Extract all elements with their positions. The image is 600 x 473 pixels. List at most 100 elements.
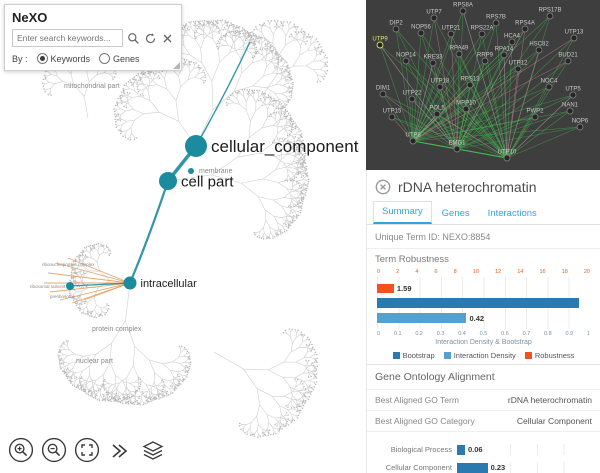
network-node[interactable]	[455, 50, 463, 58]
network-node-label[interactable]: HSC82	[529, 42, 549, 48]
ontology-term-label[interactable]: nuclear part	[76, 358, 113, 365]
network-node[interactable]	[566, 107, 574, 115]
refresh-icon[interactable]	[144, 32, 157, 45]
zoom-in-button[interactable]	[8, 437, 34, 463]
ontology-term-label[interactable]: mitochondrial part	[64, 83, 120, 90]
network-node[interactable]	[514, 65, 522, 73]
network-node[interactable]	[503, 154, 511, 162]
network-node-label[interactable]: UTP18	[431, 79, 450, 85]
network-node[interactable]	[379, 90, 387, 98]
network-node[interactable]	[569, 91, 577, 99]
network-node-label[interactable]: RPA14	[495, 47, 514, 53]
network-node-label[interactable]: NOP56	[411, 25, 431, 31]
ontology-node[interactable]	[123, 276, 137, 290]
ontology-node-label[interactable]: cellular_component	[211, 137, 359, 156]
network-node[interactable]	[508, 38, 516, 46]
card-resize-handle[interactable]	[173, 62, 180, 69]
network-node-label[interactable]: NAN1	[562, 103, 579, 109]
network-node[interactable]	[535, 46, 543, 54]
fit-to-screen-button[interactable]	[74, 437, 100, 463]
search-input[interactable]	[12, 29, 123, 47]
tab-interactions[interactable]: Interactions	[487, 208, 537, 219]
network-node[interactable]	[546, 12, 554, 20]
network-node-label[interactable]: PWP2	[526, 109, 544, 115]
network-node-label[interactable]: UTP8	[405, 133, 421, 139]
network-node-label[interactable]: UTP22	[403, 91, 422, 97]
tab-summary[interactable]: Summary	[373, 201, 432, 224]
network-node-label[interactable]: NOP14	[396, 53, 416, 59]
network-node[interactable]	[478, 30, 486, 38]
network-node[interactable]	[433, 110, 441, 118]
network-node-label[interactable]: UTP21	[442, 26, 461, 32]
layers-button[interactable]	[140, 437, 166, 463]
network-node-label[interactable]: UTP12	[509, 61, 528, 67]
network-node-label[interactable]: RPS22A	[470, 26, 493, 32]
network-node[interactable]	[570, 34, 578, 42]
ontology-node[interactable]	[66, 282, 74, 290]
network-node[interactable]	[576, 123, 584, 131]
network-node-label[interactable]: POL5	[429, 106, 445, 112]
network-node-label[interactable]: KRE33	[423, 55, 443, 61]
network-node-label[interactable]: RPS4A	[515, 21, 535, 27]
network-node-label[interactable]: RPA49	[450, 46, 469, 52]
network-node-label[interactable]: DIM1	[376, 86, 391, 92]
ontology-node[interactable]	[159, 172, 177, 190]
network-node[interactable]	[392, 25, 400, 33]
network-node[interactable]	[462, 105, 470, 113]
network-node[interactable]	[436, 83, 444, 91]
network-node[interactable]	[466, 81, 474, 89]
network-node-label[interactable]: EMG1	[448, 141, 466, 147]
network-node[interactable]	[459, 7, 467, 15]
network-node[interactable]	[388, 113, 396, 121]
network-node-label[interactable]: UTP15	[383, 109, 402, 115]
network-node-label[interactable]: UTP5	[565, 87, 581, 93]
ontology-term-label[interactable]: preribosome	[50, 294, 76, 299]
network-node[interactable]	[447, 30, 455, 38]
network-node-label[interactable]: NOP6	[572, 119, 589, 125]
collapse-button[interactable]	[107, 437, 133, 463]
ontology-term-label[interactable]: membrane	[199, 168, 233, 175]
network-node-label[interactable]: NOC4	[541, 79, 558, 85]
network-node-label[interactable]: RPS8A	[453, 3, 473, 9]
network-node[interactable]	[376, 41, 384, 49]
ontology-term-label[interactable]: ribosomal subunit	[30, 284, 66, 289]
zoom-out-button[interactable]	[41, 437, 67, 463]
network-node-label[interactable]: RRP9	[477, 53, 494, 59]
network-node[interactable]	[481, 57, 489, 65]
clear-icon[interactable]	[161, 32, 174, 45]
network-node[interactable]	[500, 51, 508, 59]
ontology-term-label[interactable]: ribonucleoprotein complex	[42, 262, 95, 267]
network-node[interactable]	[545, 83, 553, 91]
network-node-label[interactable]: RPS13	[460, 77, 480, 83]
network-node[interactable]	[453, 145, 461, 153]
network-node[interactable]	[429, 59, 437, 67]
network-node-label[interactable]: UTP10	[498, 150, 517, 156]
search-by-keywords-radio[interactable]: Keywords	[36, 53, 90, 64]
network-node-label[interactable]: UTP7	[426, 10, 442, 16]
network-node[interactable]	[417, 29, 425, 37]
search-by-genes-radio[interactable]: Genes	[99, 53, 140, 64]
ontology-term-label[interactable]: protein complex	[92, 326, 142, 333]
ontology-node-label[interactable]: cell part	[181, 173, 234, 190]
network-node[interactable]	[521, 25, 529, 33]
network-node[interactable]	[492, 19, 500, 27]
network-node-label[interactable]: RPS17B	[538, 8, 561, 14]
network-node-label[interactable]: UTP9	[372, 37, 388, 43]
ontology-node[interactable]	[188, 168, 194, 174]
network-node-label[interactable]: RPS7B	[486, 15, 506, 21]
close-icon[interactable]	[375, 179, 391, 195]
network-node[interactable]	[408, 95, 416, 103]
tab-genes[interactable]: Genes	[441, 208, 470, 219]
network-node[interactable]	[430, 14, 438, 22]
network-node-label[interactable]: UTP13	[565, 30, 584, 36]
ontology-node-label[interactable]: intracellular	[141, 278, 198, 290]
network-node-label[interactable]: BUD21	[558, 53, 578, 59]
ontology-node[interactable]	[185, 135, 207, 157]
network-node-label[interactable]: DIP2	[389, 21, 403, 27]
network-node[interactable]	[409, 137, 417, 145]
network-node-label[interactable]: MPP10	[456, 101, 476, 107]
search-icon[interactable]	[127, 32, 140, 45]
network-node-label[interactable]: HCA4	[504, 34, 521, 40]
network-node[interactable]	[531, 113, 539, 121]
